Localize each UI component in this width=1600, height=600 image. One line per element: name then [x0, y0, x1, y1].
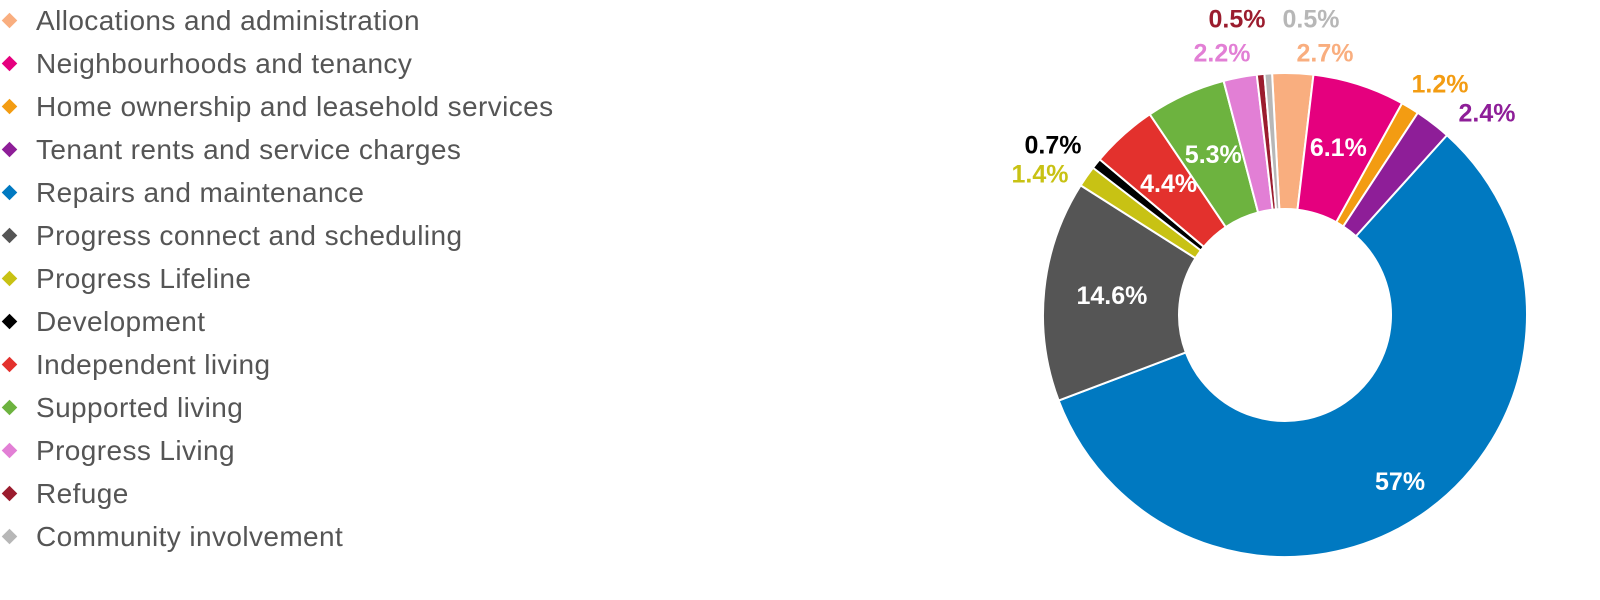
data-label: 2.7%	[1297, 40, 1354, 68]
legend-label: Progress connect and scheduling	[36, 220, 463, 251]
data-label: 5.3%	[1185, 141, 1242, 169]
data-label: 0.5%	[1209, 6, 1266, 34]
data-label: 1.2%	[1412, 71, 1469, 99]
data-label: 57%	[1375, 468, 1425, 496]
donut-slice	[1041, 183, 1197, 402]
data-label: 14.6%	[1076, 282, 1147, 310]
donut-slice	[1057, 133, 1528, 558]
data-label: 2.2%	[1194, 40, 1251, 68]
data-label: 1.4%	[1012, 161, 1069, 189]
data-label: 2.4%	[1459, 100, 1516, 128]
legend-label: Independent living	[36, 349, 271, 380]
legend-label: Tenant rents and service charges	[36, 134, 462, 165]
legend-label: Supported living	[36, 392, 244, 423]
legend-label: Refuge	[36, 478, 129, 509]
legend-label: Progress Lifeline	[36, 263, 252, 294]
data-label: 0.7%	[1025, 132, 1082, 160]
data-label: 4.4%	[1140, 170, 1197, 198]
legend-label: Progress Living	[36, 435, 235, 466]
donut-slice	[1263, 72, 1281, 211]
legend-label: Repairs and maintenance	[36, 177, 365, 208]
data-label: 0.5%	[1283, 6, 1340, 34]
legend-label: Community involvement	[36, 521, 344, 552]
legend-label: Home ownership and leasehold services	[36, 91, 554, 122]
legend-label: Neighbourhoods and tenancy	[36, 48, 413, 79]
legend-label: Development	[36, 306, 206, 337]
legend-label: Allocations and administration	[36, 5, 420, 36]
data-label: 6.1%	[1310, 134, 1367, 162]
